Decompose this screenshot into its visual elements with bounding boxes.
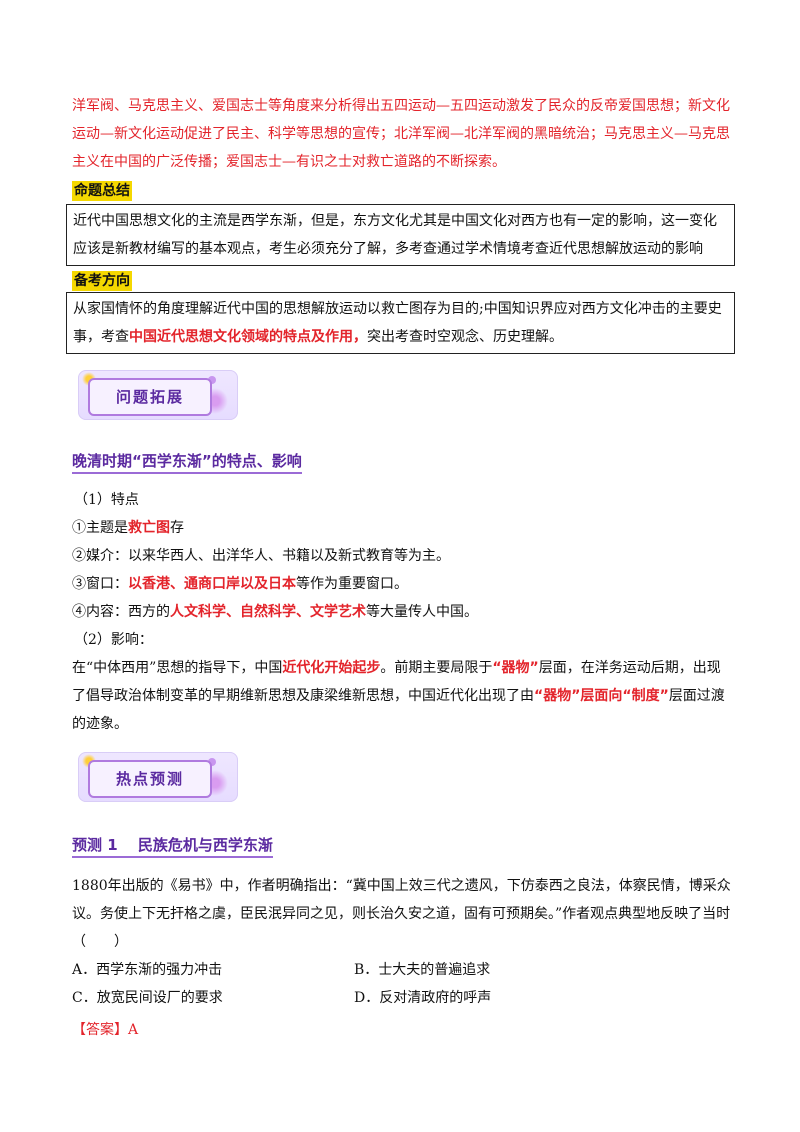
direction-label: 备考方向	[72, 271, 132, 291]
impact-heading: （2）影响：	[74, 632, 153, 648]
impact-highlight-3: “器物”层面向“制度”	[534, 688, 669, 704]
banner-label: 热点预测	[88, 760, 212, 798]
direction-box: 从家国情怀的角度理解近代中国的思想解放运动以救亡图存为目的;中国知识界应对西方文…	[66, 292, 735, 354]
feature-3-text: ③窗口：	[72, 576, 128, 592]
dot-icon	[208, 376, 216, 384]
feature-item-1: ①主题是救亡图存	[72, 514, 184, 542]
summary-label: 命题总结	[72, 181, 132, 201]
feature-1-highlight: 救亡图	[128, 520, 170, 536]
intro-paragraph: 洋军阀、马克思主义、爱国志士等角度来分析得出五四运动—五四运动激发了民众的反帝爱…	[72, 98, 730, 170]
impact-paragraph: 在“中体西用”思想的指导下，中国近代化开始起步。前期主要局限于“器物”层面，在洋…	[72, 654, 732, 738]
feature-3-tail: 等作为重要窗口。	[296, 576, 408, 592]
answer-label: 【答案】A	[72, 1022, 139, 1038]
direction-text-highlight: 中国近代思想文化领域的特点及作用，	[129, 329, 367, 345]
impact-highlight-1: 近代化开始起步	[282, 660, 381, 676]
question-text: 1880年出版的《易书》中，作者明确指出：“冀中国上效三代之遗风，下仿泰西之良法…	[72, 878, 731, 950]
feature-1-text: ①主题是	[72, 520, 128, 536]
impact-text-3: 层面，在洋务运动后期，出现了倡导政治体制变革的早期维新思想及康梁维新思想，中国近…	[72, 660, 721, 704]
feature-4-tail: 等大量传人中国。	[366, 604, 478, 620]
prediction-title: 预测 1 民族危机与西学东渐	[72, 834, 273, 858]
feature-3-highlight: 以香港、通商口岸以及日本	[128, 576, 296, 592]
prediction-title-text: 预测 1 民族危机与西学东渐	[72, 836, 273, 858]
direction-text-a: 从家国情怀的角度理解近代中国的思想解放运动以救亡图存为目的;中国知识界应对西方文…	[73, 301, 722, 345]
section-banner-expansion: 问题拓展	[78, 370, 238, 420]
direction-label-wrap: 备考方向	[72, 270, 132, 291]
summary-label-wrap: 命题总结	[72, 180, 132, 201]
option-a[interactable]: A．西学东渐的强力冲击	[72, 962, 223, 978]
option-c[interactable]: C．放宽民间设厂的要求	[72, 990, 223, 1006]
impact-text-1: 在“中体西用”思想的指导下，中国	[72, 660, 283, 676]
feature-1-tail: 存	[170, 520, 184, 536]
feature-item-3: ③窗口：以香港、通商口岸以及日本等作为重要窗口。	[72, 570, 408, 598]
feature-item-4: ④内容：西方的人文科学、自然科学、文学艺术等大量传人中国。	[72, 598, 478, 626]
option-b[interactable]: B．士大夫的普遍追求	[354, 962, 491, 978]
feature-4-highlight: 人文科学、自然科学、文学艺术	[170, 604, 366, 620]
feature-4-text: ④内容：西方的	[72, 604, 170, 620]
direction-text-b: 突出考查时空观念、历史理解。	[367, 329, 563, 345]
option-d[interactable]: D．反对清政府的呼声	[354, 990, 492, 1006]
banner-label: 问题拓展	[88, 378, 212, 416]
feature-item-2: ②媒介：以来华西人、出洋华人、书籍以及新式教育等为主。	[72, 548, 450, 564]
features-heading: （1）特点	[74, 492, 139, 508]
impact-text-2: 。前期主要局限于	[380, 660, 493, 676]
summary-box: 近代中国思想文化的主流是西学东渐，但是，东方文化尤其是中国文化对西方也有一定的影…	[66, 204, 735, 266]
topic-title: 晚清时期“西学东渐”的特点、影响	[72, 450, 302, 474]
topic-title-text: 晚清时期“西学东渐”的特点、影响	[72, 452, 302, 474]
impact-text-4: 层面过渡的迹象。	[72, 688, 725, 732]
summary-text: 近代中国思想文化的主流是西学东渐，但是，东方文化尤其是中国文化对西方也有一定的影…	[73, 213, 717, 257]
impact-highlight-2: “器物”	[492, 660, 539, 676]
section-banner-prediction: 热点预测	[78, 752, 238, 802]
dot-icon	[208, 758, 216, 766]
